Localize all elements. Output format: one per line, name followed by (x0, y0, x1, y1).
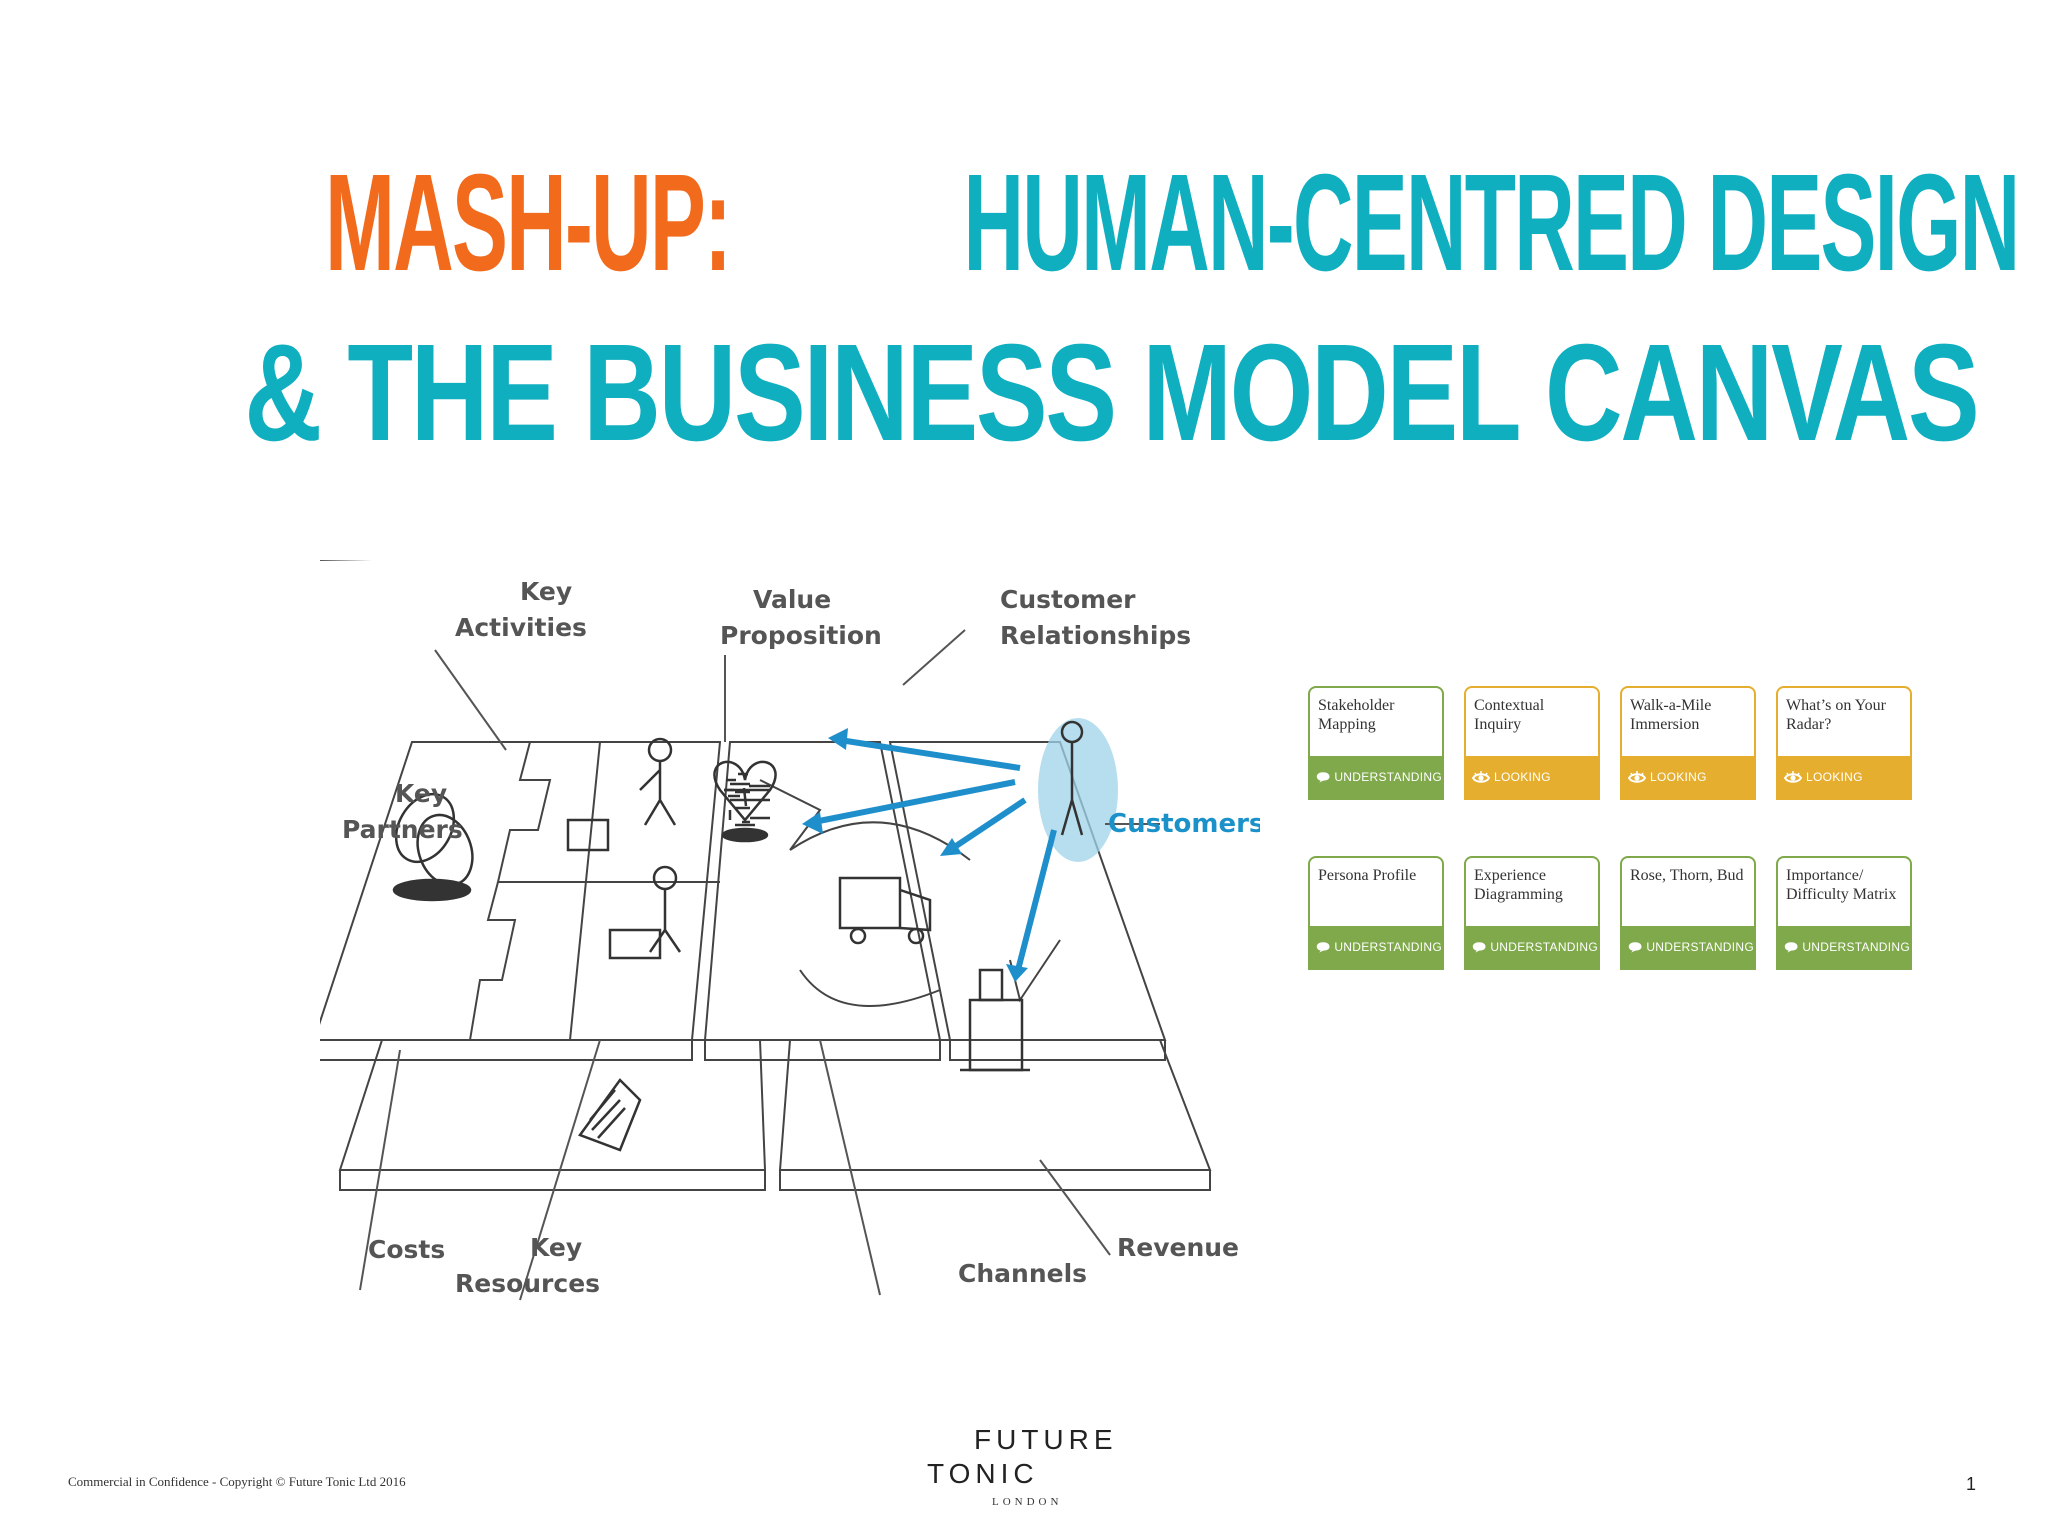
method-card: What’s on Your Radar? LOOKING (1776, 686, 1912, 800)
card-title: Rose, Thorn, Bud (1630, 866, 1750, 885)
eye-icon (1784, 770, 1802, 784)
method-card: Importance/ Difficulty Matrix UNDERSTAND… (1776, 856, 1912, 970)
eye-icon (1472, 770, 1490, 784)
card-band-label: LOOKING (1494, 770, 1551, 784)
logo-line-1: FUTURE (974, 1424, 1118, 1456)
card-band-label: UNDERSTANDING (1490, 940, 1598, 954)
card-band-label: UNDERSTANDING (1646, 940, 1754, 954)
method-card: Rose, Thorn, Bud UNDERSTANDING (1620, 856, 1756, 970)
label-customers: Customers (1108, 809, 1260, 839)
copyright-notice: Commercial in Confidence - Copyright © F… (68, 1474, 406, 1490)
card-title: Walk-a-Mile Immersion (1630, 696, 1750, 734)
card-title: Experience Diagramming (1474, 866, 1594, 904)
label-key-partners-2: Partners (342, 815, 463, 844)
card-band: UNDERSTANDING (1310, 926, 1442, 968)
label-key-activities-2: Activities (455, 613, 587, 642)
card-title: Contextual Inquiry (1474, 696, 1594, 734)
label-key-resources-2: Resources (455, 1269, 600, 1298)
speech-bubble-icon (1316, 940, 1330, 954)
card-title: Persona Profile (1318, 866, 1438, 885)
method-card: Stakeholder Mapping UNDERSTANDING (1308, 686, 1444, 800)
label-revenue: Revenue (1117, 1233, 1239, 1262)
card-band-label: UNDERSTANDING (1334, 940, 1442, 954)
eye-icon (1628, 770, 1646, 784)
logo-line-3: LONDON (992, 1496, 1062, 1508)
speech-bubble-icon (1784, 940, 1798, 954)
card-band-label: LOOKING (1806, 770, 1863, 784)
label-costs: Costs (368, 1235, 445, 1264)
method-card: Experience Diagramming UNDERSTANDING (1464, 856, 1600, 970)
page-number: 1 (1966, 1474, 1976, 1495)
card-band: UNDERSTANDING (1466, 926, 1598, 968)
title-hcd: HUMAN-CENTRED DESIGN (964, 148, 2019, 298)
slide-title-line-2: & THE BUSINESS MODEL CANVAS (0, 318, 2048, 468)
card-band: LOOKING (1622, 756, 1754, 798)
label-key-partners-1: Key (395, 779, 447, 808)
card-band-label: LOOKING (1650, 770, 1707, 784)
label-customer-relationships-1: Customer (1000, 585, 1136, 614)
label-value-proposition-1: Value (753, 585, 831, 614)
card-title: Importance/ Difficulty Matrix (1786, 866, 1906, 904)
title-mashup: MASH-UP: (325, 148, 730, 298)
slide-title-line-1: MASH-UP: HUMAN-CENTRED DESIGN (0, 148, 2048, 298)
method-card: Walk-a-Mile Immersion LOOKING (1620, 686, 1756, 800)
card-band: UNDERSTANDING (1310, 756, 1442, 798)
card-band: UNDERSTANDING (1622, 926, 1754, 968)
card-title: What’s on Your Radar? (1786, 696, 1906, 734)
label-customer-relationships-2: Relationships (1000, 621, 1191, 650)
speech-bubble-icon (1472, 940, 1486, 954)
card-band: UNDERSTANDING (1778, 926, 1910, 968)
card-band-label: UNDERSTANDING (1802, 940, 1910, 954)
method-card: Contextual Inquiry LOOKING (1464, 686, 1600, 800)
logo-line-2: TONIC (927, 1458, 1039, 1490)
speech-bubble-icon (1628, 940, 1642, 954)
card-title: Stakeholder Mapping (1318, 696, 1438, 734)
card-band: LOOKING (1466, 756, 1598, 798)
method-card: Persona Profile UNDERSTANDING (1308, 856, 1444, 970)
speech-bubble-icon (1316, 770, 1330, 784)
label-channels: Channels (958, 1259, 1087, 1288)
future-tonic-logo: FUTURE TONIC LONDON (922, 1424, 1142, 1514)
card-band: LOOKING (1778, 756, 1910, 798)
title-bmc: & THE BUSINESS MODEL CANVAS (244, 318, 1977, 468)
card-band-label: UNDERSTANDING (1334, 770, 1442, 784)
label-value-proposition-2: Proposition (720, 621, 882, 650)
label-key-activities-1: Key (520, 577, 572, 606)
business-model-canvas-illustration: Key Activities Value Proposition Custome… (320, 560, 1260, 1320)
label-key-resources-1: Key (530, 1233, 582, 1262)
